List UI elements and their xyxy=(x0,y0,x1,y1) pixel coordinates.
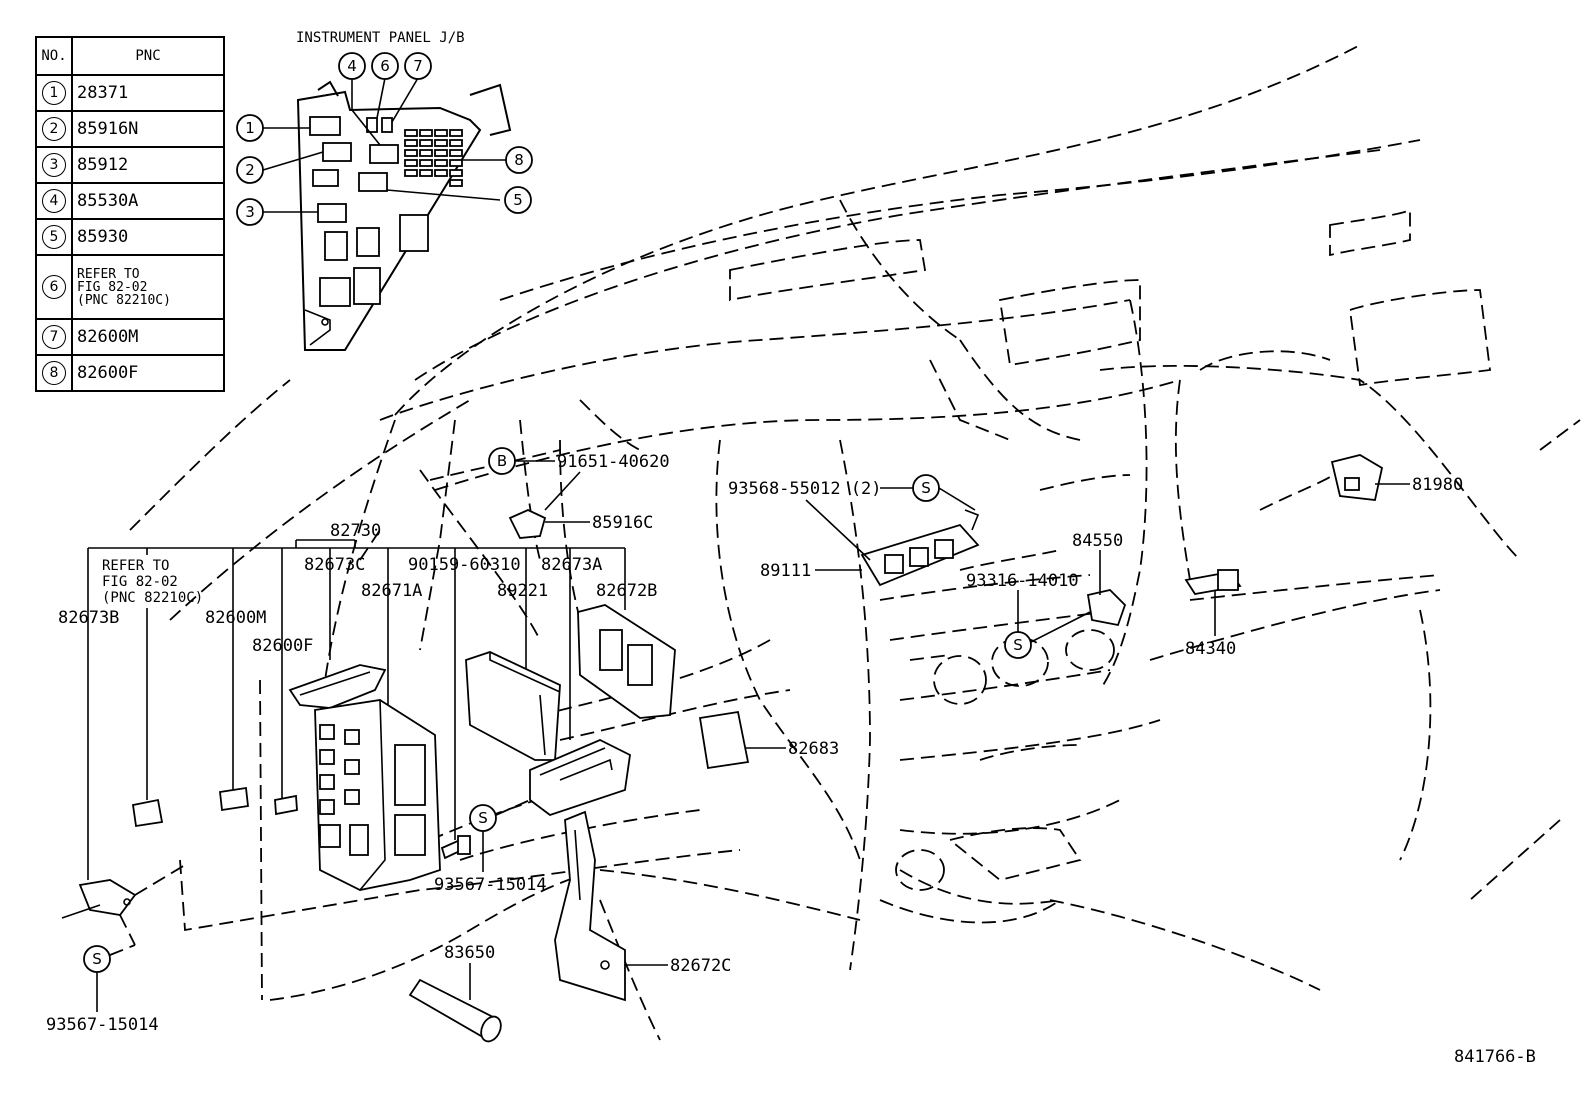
label-89221: 89221 xyxy=(497,581,548,601)
figure-id: 841766-B xyxy=(1454,1047,1536,1067)
refer-line: (PNC 82210C) xyxy=(102,590,203,606)
label-93567-15014: 93567-15014 xyxy=(434,875,547,895)
row-pnc: 85930 xyxy=(71,218,225,256)
jb-title: INSTRUMENT PANEL J/B xyxy=(296,30,465,46)
pnc-table-header: NO. PNC xyxy=(35,36,225,76)
row-number: 4 xyxy=(42,189,66,213)
jb-callout-8: 8 xyxy=(514,151,524,169)
label-82673B: 82673B xyxy=(58,608,119,628)
table-row: 1 28371 xyxy=(35,74,225,112)
table-row: 5 85930 xyxy=(35,218,225,256)
pad-82683 xyxy=(698,710,750,770)
row-number: 7 xyxy=(42,325,66,349)
row-pnc-line: REFER TO xyxy=(77,266,140,282)
bracket-82672c xyxy=(554,810,626,1002)
table-row: 8 82600F xyxy=(35,354,225,392)
connector-84550 xyxy=(1086,589,1127,627)
table-row: 6 REFER TO FIG 82-02 (PNC 82210C) xyxy=(35,254,225,320)
label-82600F: 82600F xyxy=(252,636,313,656)
row-pnc: 28371 xyxy=(71,74,225,112)
label-93316-14010: 93316-14010 xyxy=(966,571,1079,591)
screw-marker: S xyxy=(921,479,931,497)
row-pnc: REFER TO FIG 82-02 (PNC 82210C) xyxy=(71,254,225,320)
label-84340: 84340 xyxy=(1185,639,1236,659)
relay-85916c xyxy=(508,509,547,539)
jb-callout-1: 1 xyxy=(245,119,255,137)
clip-82673b xyxy=(131,798,164,828)
row-pnc: 85916N xyxy=(71,110,225,148)
bolt-marker: B xyxy=(497,452,507,470)
row-pnc-line: FIG 82-02 xyxy=(77,279,148,295)
row-pnc-line: (PNC 82210C) xyxy=(77,292,171,308)
jb-callout-4: 4 xyxy=(347,57,357,75)
row-number: 6 xyxy=(42,275,66,299)
label-85916C: 85916C xyxy=(592,513,653,533)
table-row: 3 85912 xyxy=(35,146,225,184)
label-93568-55012: 93568-55012 (2) xyxy=(728,479,882,499)
table-row: 7 82600M xyxy=(35,318,225,356)
label-84550: 84550 xyxy=(1072,531,1123,551)
junction-block-82671a xyxy=(314,699,441,891)
bracket-82673a xyxy=(529,739,631,817)
row-pnc: 85530A xyxy=(71,182,225,220)
jb-callout-6: 6 xyxy=(380,57,390,75)
bracket-82673c xyxy=(288,664,387,709)
jb-callout-7: 7 xyxy=(413,57,423,75)
clip-82600m xyxy=(219,786,249,812)
row-pnc: 82600M xyxy=(71,318,225,356)
label-89111: 89111 xyxy=(760,561,811,581)
jb-fuse-block xyxy=(404,129,463,187)
table-row: 4 85530A xyxy=(35,182,225,220)
row-number: 3 xyxy=(42,153,66,177)
dashboard-outline xyxy=(129,44,1581,1041)
label-82672C: 82672C xyxy=(670,956,731,976)
jb-callout-5: 5 xyxy=(513,191,523,209)
clip-82600f xyxy=(274,794,298,816)
label-82730: 82730 xyxy=(330,521,381,541)
bolt-90159 xyxy=(440,835,471,860)
row-number: 8 xyxy=(42,361,66,385)
refer-note: REFER TO FIG 82-02 (PNC 82210C) xyxy=(102,558,203,800)
header-no: NO. xyxy=(35,36,73,76)
screw-marker: S xyxy=(478,809,488,827)
refer-line: REFER TO xyxy=(102,558,169,574)
bracket-82730: 82730 xyxy=(87,521,626,880)
label-82600M: 82600M xyxy=(205,608,266,628)
instrument-panel-jb: INSTRUMENT PANEL J/B xyxy=(236,30,533,351)
row-number: 2 xyxy=(42,117,66,141)
label-82683: 82683 xyxy=(788,739,839,759)
label-82672B: 82672B xyxy=(596,581,657,601)
label-93567-15014-lower: 93567-15014 xyxy=(46,1015,159,1035)
screw-marker: S xyxy=(92,950,102,968)
row-pnc: 82600F xyxy=(71,354,225,392)
row-number: 5 xyxy=(42,225,66,249)
cylinder-83650 xyxy=(408,978,502,1043)
label-83650: 83650 xyxy=(444,943,495,963)
table-row: 2 85916N xyxy=(35,110,225,148)
jb-callout-3: 3 xyxy=(245,203,255,221)
row-pnc: 85912 xyxy=(71,146,225,184)
relay-block-82672b xyxy=(577,604,676,719)
ecu-89221 xyxy=(465,651,561,761)
label-90159-60310: 90159-60310 xyxy=(408,555,521,575)
jb-callout-2: 2 xyxy=(245,161,255,179)
bracket-82673b-lower xyxy=(61,864,186,946)
label-82673A: 82673A xyxy=(541,555,602,575)
pnc-table: NO. PNC 1 28371 2 85916N 3 85912 4 85530… xyxy=(35,36,225,392)
label-91651-40620: 91651-40620 xyxy=(557,452,670,472)
header-pnc: PNC xyxy=(71,36,225,76)
relay-81980 xyxy=(1330,454,1384,501)
refer-line: FIG 82-02 xyxy=(102,574,178,590)
row-number: 1 xyxy=(42,81,66,105)
sensor-84340 xyxy=(1184,569,1242,595)
label-82673C: 82673C xyxy=(304,555,365,575)
switch-89111 xyxy=(860,509,980,587)
label-81980: 81980 xyxy=(1412,475,1463,495)
screw-marker: S xyxy=(1013,636,1023,654)
label-82671A: 82671A xyxy=(361,581,422,601)
